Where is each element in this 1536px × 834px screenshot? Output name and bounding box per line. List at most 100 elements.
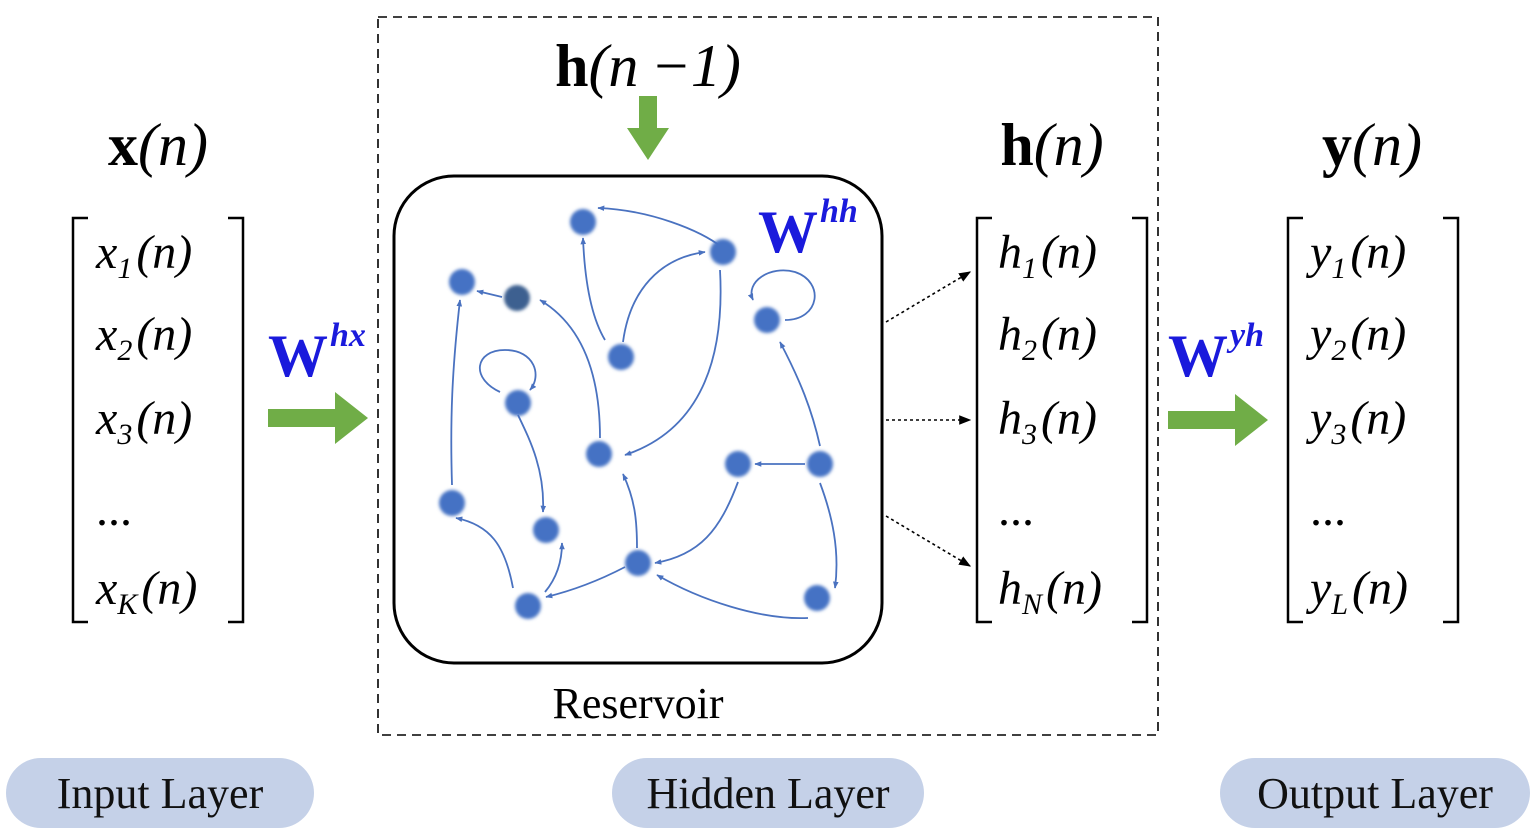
reservoir-edge — [656, 574, 809, 619]
reservoir-edge — [597, 205, 724, 249]
reservoir-node — [804, 585, 830, 611]
hidden-entry-arg: (n) — [1041, 308, 1097, 361]
reservoir-edge — [517, 414, 547, 513]
output-entry-sub: 1 — [1331, 252, 1346, 285]
output-weight-label: Wyh — [1168, 317, 1264, 389]
hidden-entry-base: ... — [998, 483, 1034, 536]
reservoir-node — [449, 269, 475, 295]
output-entry-base: ... — [1310, 483, 1346, 536]
hidden-layer-boundary — [377, 16, 1159, 736]
input-entry-sub: K — [116, 588, 139, 621]
reservoir-node — [533, 517, 559, 543]
input-entries: x1(n)x2(n)x3(n)...xK(n) — [95, 226, 197, 621]
input-entry-sub: 2 — [117, 334, 132, 367]
hidden-entry-sub: 2 — [1022, 334, 1037, 367]
svg-text:Whx: Whx — [268, 317, 366, 389]
output-entry: y2(n) — [1305, 308, 1406, 367]
reservoir-edge — [819, 482, 839, 589]
input-matrix-bracket — [71, 216, 245, 624]
output-matrix-bracket — [1286, 216, 1460, 624]
input-entry: ... — [96, 483, 132, 536]
hidden-entry: h2(n) — [998, 308, 1097, 367]
input-layer-label: Input Layer — [57, 769, 264, 818]
output-layer-label: Output Layer — [1257, 769, 1493, 818]
hidden-to-output-arrow — [1168, 394, 1268, 446]
reservoir-edge — [476, 289, 503, 298]
reservoir-edge — [539, 299, 601, 439]
hidden-layer-label: Hidden Layer — [646, 769, 889, 818]
hidden-entry: h3(n) — [998, 392, 1097, 451]
hidden-entry-arg: (n) — [1041, 392, 1097, 445]
output-vector-arg: (n) — [1352, 112, 1422, 178]
svg-text:h(n −1): h(n −1) — [555, 33, 741, 99]
output-entry-base: y — [1305, 562, 1332, 615]
input-entry-arg: (n) — [136, 226, 192, 279]
output-entries: y1(n)y2(n)y3(n)...yL(n) — [1305, 226, 1408, 621]
svg-text:h(n): h(n) — [1000, 112, 1103, 178]
reservoir-edge — [747, 269, 816, 321]
output-entry-sub: 3 — [1330, 418, 1346, 451]
reservoir-node — [754, 307, 780, 333]
hidden-entry-sub: N — [1021, 588, 1044, 621]
reservoir-edge — [544, 542, 565, 593]
hidden-entry-base: h — [998, 562, 1022, 615]
reservoir-edge — [580, 237, 606, 341]
recurrent-weight-base: W — [758, 199, 818, 265]
reservoir-node — [570, 209, 596, 235]
reservoir-node — [807, 451, 833, 477]
svg-text:Whh: Whh — [758, 193, 858, 265]
output-entry: y3(n) — [1305, 392, 1406, 451]
reservoir-edge — [654, 481, 739, 565]
input-entry: xK(n) — [95, 562, 197, 621]
input-vector-arg: (n) — [138, 112, 208, 178]
input-entry-base: x — [95, 226, 117, 279]
input-layer-pill: Input Layer — [6, 758, 314, 828]
hidden-entry: hN(n) — [998, 562, 1102, 621]
input-weight-sup: hx — [330, 317, 366, 354]
reservoir-label: Reservoir — [552, 679, 723, 728]
output-vector-symbol: y — [1322, 112, 1352, 178]
hidden-vector-title: h(n) — [1000, 112, 1103, 178]
svg-text:y(n): y(n) — [1322, 112, 1422, 178]
hidden-entry-base: h — [998, 392, 1022, 445]
input-vector-symbol: x — [108, 112, 138, 178]
output-entry-arg: (n) — [1352, 562, 1408, 615]
input-entry-base: ... — [96, 483, 132, 536]
input-entry-sub: 1 — [117, 252, 132, 285]
input-entry: x3(n) — [95, 392, 192, 451]
reservoir-node — [710, 239, 736, 265]
hidden-entry-sub: 3 — [1021, 418, 1037, 451]
output-entry-arg: (n) — [1350, 226, 1406, 279]
reservoir-node — [439, 490, 465, 516]
previous-state-symbol: h — [555, 33, 588, 99]
reservoir-node — [725, 451, 751, 477]
output-entry: yL(n) — [1305, 562, 1408, 621]
input-entry-sub: 3 — [116, 418, 132, 451]
recurrent-weight-sup: hh — [820, 193, 858, 230]
hidden-entry-base: h — [998, 308, 1022, 361]
output-layer-pill: Output Layer — [1220, 758, 1530, 828]
reservoir-edge — [779, 341, 821, 447]
input-entry-base: x — [95, 562, 117, 615]
previous-state-label: h(n −1) — [555, 33, 741, 99]
hidden-entry-sub: 1 — [1022, 252, 1037, 285]
reservoir-edge — [622, 250, 706, 343]
input-entry-arg: (n) — [136, 308, 192, 361]
output-entry-base: y — [1305, 392, 1332, 445]
output-entry-sub: L — [1330, 588, 1348, 621]
output-entry-base: y — [1305, 226, 1332, 279]
hidden-entries: h1(n)h2(n)h3(n)...hN(n) — [998, 226, 1102, 621]
recurrent-weight-label: Whh — [758, 193, 858, 265]
output-weight-sup: yh — [1226, 317, 1264, 354]
input-entry-base: x — [95, 308, 117, 361]
output-entry-arg: (n) — [1350, 308, 1406, 361]
output-entry-base: y — [1305, 308, 1332, 361]
output-vector-title: y(n) — [1322, 112, 1422, 178]
output-entry-sub: 2 — [1331, 334, 1346, 367]
reservoir-nodes — [439, 209, 833, 619]
hidden-entry-arg: (n) — [1041, 226, 1097, 279]
input-weight-label: Whx — [268, 317, 366, 389]
reservoir-edge — [622, 473, 638, 549]
input-entry-arg: (n) — [136, 392, 192, 445]
